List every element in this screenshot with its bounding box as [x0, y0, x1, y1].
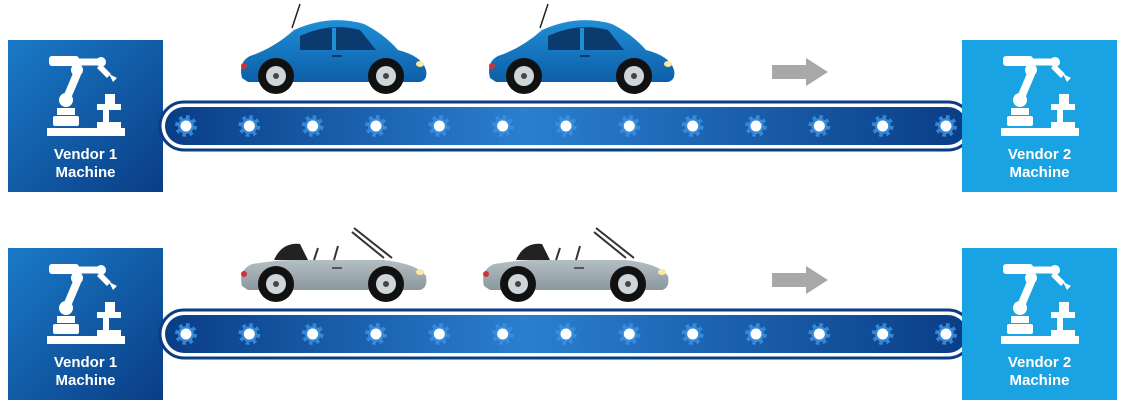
arrow-right-icon: [772, 58, 828, 86]
conveyor-belt: [158, 100, 974, 152]
gear-icon: [175, 323, 197, 345]
vendor-1-machine-box: Vendor 1 Machine: [8, 248, 163, 400]
robot-arm-icon: [46, 264, 125, 344]
vendor-1-label-line2: Machine: [55, 372, 116, 389]
vendor-1-label: Vendor 1 Machine: [54, 354, 117, 390]
vendor-2-label-line2: Machine: [1009, 372, 1070, 389]
gear-icon: [238, 115, 261, 137]
gear-icon: [745, 323, 767, 345]
arrow-right-icon: [772, 266, 828, 294]
vendor-1-label-line1: Vendor 1: [53, 354, 118, 371]
gear-icon: [681, 115, 704, 137]
gear-icon: [745, 115, 767, 137]
gear-icon: [808, 323, 831, 345]
gear-icon: [365, 323, 387, 345]
robot-arm-icon: [1000, 56, 1079, 136]
convertible-car-icon: [241, 227, 427, 302]
robot-arm-icon: [46, 56, 125, 136]
gear-icon: [428, 323, 451, 345]
vendor-2-label-line1: Vendor 2: [1007, 354, 1072, 371]
gear-icon: [871, 323, 894, 345]
vendor-2-label: Vendor 2 Machine: [1008, 354, 1071, 390]
gear-icon: [301, 323, 324, 345]
car-icon: [489, 3, 675, 94]
vendor-2-machine-box: Vendor 2 Machine: [962, 248, 1117, 400]
gear-icon: [428, 115, 451, 137]
car-icon: [241, 3, 427, 94]
vendor-1-label-line2: Machine: [55, 164, 116, 181]
gear-icon: [491, 323, 514, 345]
robot-arm-icon: [1000, 264, 1079, 344]
vendor-1-label-line1: Vendor 1: [53, 146, 118, 163]
vendor-1-label: Vendor 1 Machine: [54, 146, 117, 182]
vendor-2-label-line1: Vendor 2: [1007, 146, 1072, 163]
production-line-convertible: Vendor 1 Machine Vendor 2 Machine: [0, 208, 1126, 401]
vendor-2-machine-box: Vendor 2 Machine: [962, 40, 1117, 192]
gear-icon: [618, 323, 641, 345]
production-line-hatchback: Vendor 1 Machine Vendor 2 Machine: [0, 0, 1126, 193]
vendor-1-machine-box: Vendor 1 Machine: [8, 40, 163, 192]
gear-icon: [238, 323, 261, 345]
gear-icon: [491, 115, 514, 137]
conveyor-belt: [158, 308, 974, 360]
vendor-2-label: Vendor 2 Machine: [1008, 146, 1071, 182]
gear-icon: [301, 115, 324, 137]
gear-icon: [871, 115, 894, 137]
gear-icon: [618, 115, 641, 137]
gear-icon: [555, 323, 577, 345]
convertible-car-icon: [483, 227, 669, 302]
gear-icon: [555, 115, 577, 137]
gear-icon: [681, 323, 704, 345]
gear-icon: [935, 323, 957, 345]
gear-icon: [175, 115, 197, 137]
gear-icon: [365, 115, 387, 137]
vendor-2-label-line2: Machine: [1009, 164, 1070, 181]
gear-icon: [808, 115, 831, 137]
gear-icon: [935, 115, 957, 137]
